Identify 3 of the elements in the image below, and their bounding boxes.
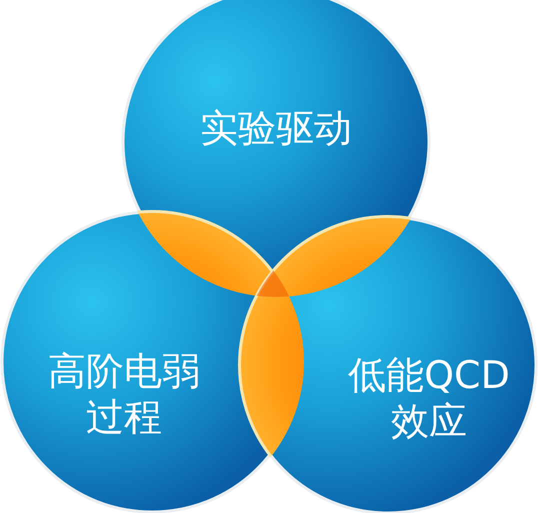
circle-label: 高阶电弱过程 — [38, 348, 210, 440]
circle-label: 实验驱动 — [121, 105, 431, 151]
circle-label: 低能QCD效应 — [340, 352, 518, 444]
